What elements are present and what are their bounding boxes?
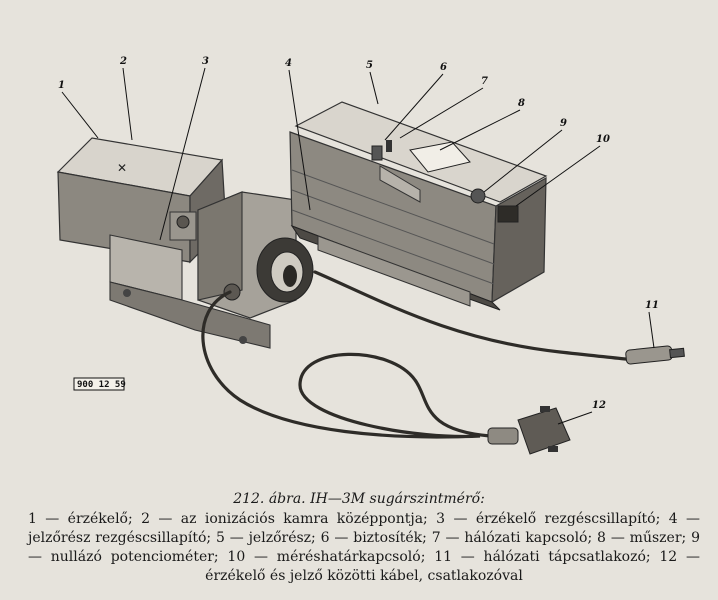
callout-2: 2 [119,56,127,67]
figure-caption: 212. ábra. IH—3M sugárszintmérő: [233,491,485,507]
callout-5: 5 [366,60,373,71]
callout-11: 11 [645,300,659,311]
callout-10: 10 [596,134,610,145]
callout-7: 7 [481,76,488,87]
indicator-unit [289,101,548,311]
figure-stamp: 900 12 59 [73,377,126,391]
callout-6: 6 [440,62,447,73]
callout-4: 4 [285,58,292,69]
callout-3: 3 [202,56,209,67]
power-plug [625,345,685,365]
callout-9: 9 [560,118,567,129]
device-drawing: ✕ [56,56,685,455]
coupler-housing [197,191,314,319]
sensor-cable-connector [487,406,571,455]
stamp-text: 900 12 59 [77,380,126,390]
sensor-damper [109,211,271,349]
callout-1: 1 [58,80,65,91]
device-illustration: ✕ [56,56,685,455]
svg-text:✕: ✕ [117,161,127,175]
callout-8: 8 [518,98,525,109]
callout-labels: 1 2 3 4 5 6 7 8 9 10 11 12 [58,56,659,411]
leader-lines [61,67,655,425]
figure-legend: 1 — érzékelő; 2 — az ionizációs kamra kö… [28,511,700,584]
callout-12: 12 [592,400,606,411]
